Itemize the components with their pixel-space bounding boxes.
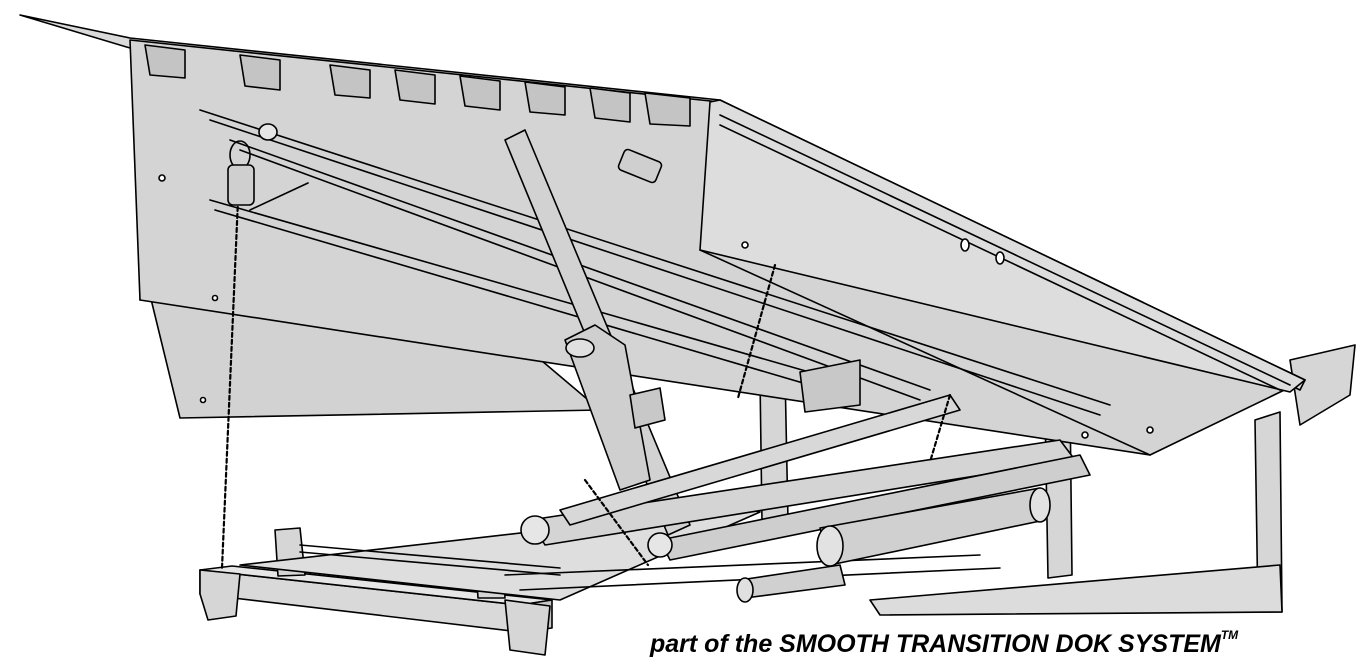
lift-arms [520, 394, 1091, 603]
hinge-tabs [144, 44, 691, 127]
hinge-pin [258, 123, 663, 184]
trademark-mark: TM [1220, 627, 1239, 642]
bolt-holes [158, 174, 1154, 439]
support-strut [504, 129, 691, 536]
safety-chains [220, 198, 952, 570]
deck-beams [199, 109, 1111, 416]
caption-text: part of the SMOOTH TRANSITION DOK SYSTEM [650, 630, 1221, 658]
deck-plate [19, 14, 1306, 456]
chain-shackle [227, 140, 309, 211]
product-caption: part of the SMOOTH TRANSITION DOK SYSTEM… [650, 627, 1239, 659]
rear-toe-plate [799, 359, 861, 413]
